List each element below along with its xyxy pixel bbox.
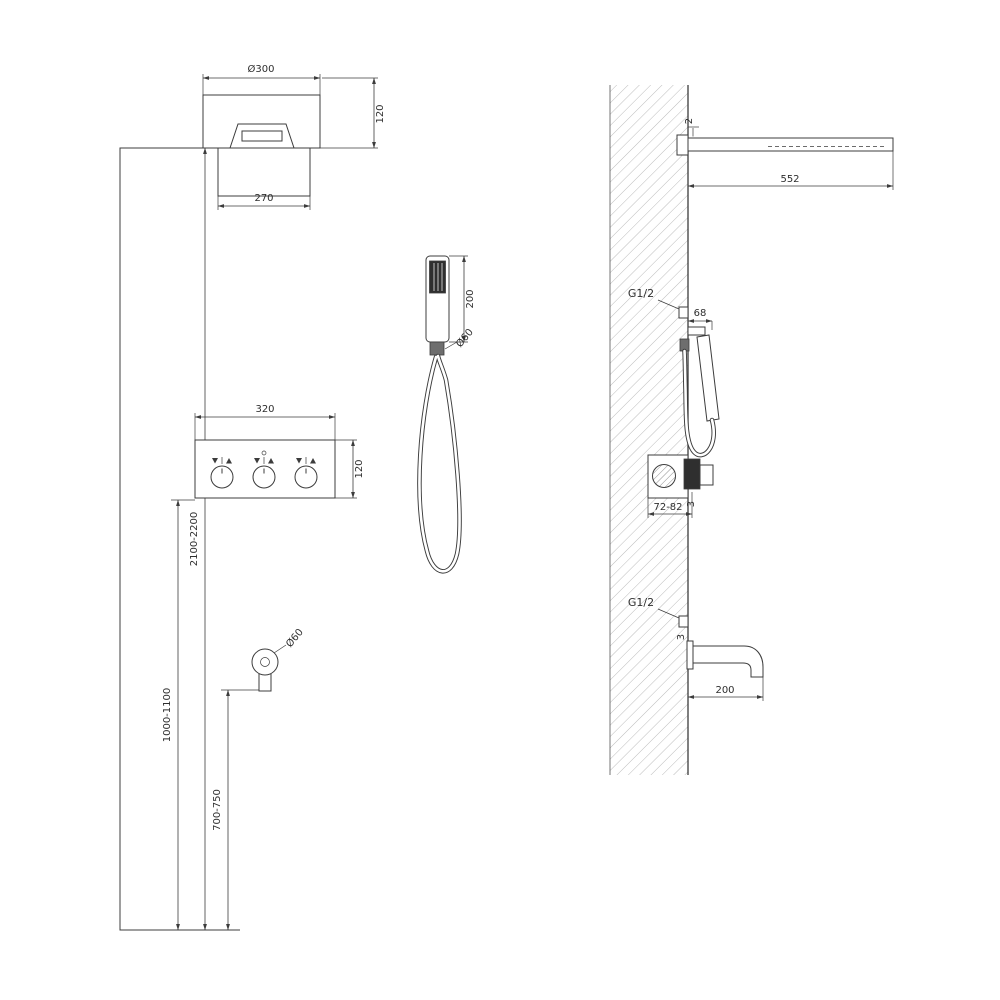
- spout-escutcheon: [251, 648, 279, 676]
- overhead-shower-body: [217, 147, 311, 197]
- hand-shower-spray-face: [429, 260, 446, 294]
- knob-circle: [294, 465, 318, 489]
- mounting-height-dims: 2100-2200 1000-1100 700-750: [162, 147, 259, 931]
- wall-hatch-area: [610, 85, 688, 775]
- dim-overhead-height: 120: [375, 104, 386, 123]
- temperature-dot-icon: [261, 450, 267, 456]
- dim-spout-length: 200: [715, 685, 734, 696]
- waterfall-slot: [241, 130, 283, 142]
- mixer-valve-side: 3 72-82: [647, 454, 714, 518]
- dim-height-overhead: 2100-2200: [189, 512, 200, 567]
- dim-mixer-depth: 72-82: [653, 502, 682, 513]
- dim-height-panel: 1000-1100: [162, 688, 173, 743]
- dim-overhead-body-width: 270: [254, 193, 273, 204]
- label-thread-upper: G1/2: [628, 287, 654, 300]
- knob-3: [294, 457, 318, 489]
- dim-wand-length: 200: [465, 289, 476, 308]
- overhead-shower-side: 2 552: [676, 118, 894, 190]
- indicator-up-icon: [310, 458, 316, 464]
- mixer-cartridge: [652, 464, 676, 488]
- indicator-up-icon: [268, 458, 274, 464]
- side-view: 2 552 G1/2 68 3: [609, 85, 894, 775]
- control-panel-front: 320: [194, 404, 365, 499]
- overhead-shower-anchor: [676, 134, 689, 156]
- dim-mixer-trim: 3: [686, 501, 697, 507]
- dim-overhead-diameter: Ø300: [248, 63, 275, 75]
- supply-stub-lower: [678, 615, 689, 628]
- dim-spout-diameter: Ø60: [283, 626, 305, 650]
- label-thread-lower: G1/2: [628, 596, 654, 609]
- connector-leader: [444, 341, 458, 350]
- spout-center: [260, 657, 270, 667]
- spout-flange: [686, 640, 694, 670]
- dim-panel-height: 120: [354, 459, 365, 478]
- wall-section: [609, 85, 689, 775]
- hose-side-core: [683, 349, 715, 457]
- dim-height-spout: 700-750: [212, 789, 223, 831]
- dim-panel-width: 320: [255, 404, 274, 415]
- indicator-up-icon: [226, 458, 232, 464]
- hand-shower-wand-side: [696, 334, 720, 422]
- indicator-down-icon: [212, 458, 218, 464]
- dim-holder-depth: 68: [694, 308, 707, 319]
- dim-overhead-length: 552: [780, 174, 799, 185]
- overhead-shower-slab: [687, 137, 894, 152]
- front-view: 2100-2200 1000-1100 700-750 Ø300 120: [119, 63, 476, 931]
- knob-circle: [210, 465, 234, 489]
- supply-stub-upper: [678, 306, 689, 319]
- mixer-knob-side: [699, 464, 714, 486]
- hand-shower-side: G1/2 68: [628, 287, 720, 458]
- dim-overhead-offset: 2: [684, 118, 695, 124]
- indicator-down-icon: [254, 458, 260, 464]
- knob-circle: [252, 465, 276, 489]
- knob-2: [252, 450, 276, 489]
- mixer-trim-plate: [683, 458, 701, 490]
- overhead-shower-front: Ø300 120 270: [202, 63, 386, 210]
- spout-leader: [273, 644, 287, 654]
- spout-profile: [692, 645, 764, 678]
- knob-1: [210, 457, 234, 489]
- hose-connector: [429, 341, 445, 356]
- dim-spout-trim: 3: [676, 634, 687, 640]
- spout-front: Ø60: [251, 626, 306, 692]
- hand-shower-front: 200 Ø60: [417, 255, 476, 574]
- hose-loop-core: [418, 354, 461, 573]
- indicator-down-icon: [296, 458, 302, 464]
- spout-side: G1/2 3 200: [628, 596, 764, 701]
- reference-outline: [119, 147, 240, 931]
- dim-connector-diameter: Ø60: [453, 326, 475, 350]
- hand-shower-bracket: [687, 326, 706, 336]
